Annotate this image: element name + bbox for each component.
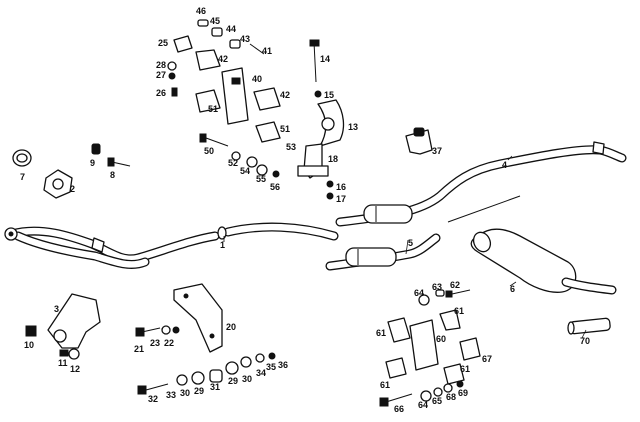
hanger-clamp (297, 39, 345, 200)
callout-30a: 30 (180, 388, 190, 398)
callout-62: 62 (450, 280, 460, 290)
callout-44: 44 (226, 24, 236, 34)
callout-70: 70 (580, 336, 590, 346)
callout-7: 7 (20, 172, 25, 182)
callout-27: 27 (156, 70, 166, 80)
middle-pipe-section (217, 222, 339, 241)
callout-23: 23 (150, 338, 160, 348)
front-exhaust-pipe (4, 226, 220, 269)
callout-54: 54 (240, 166, 250, 176)
callout-1: 1 (220, 240, 225, 250)
callout-18: 18 (328, 154, 338, 164)
callout-61d: 61 (460, 364, 470, 374)
callout-64b: 64 (418, 400, 428, 410)
callout-10: 10 (24, 340, 34, 350)
rear-pipe-with-resonator (335, 141, 627, 227)
callout-65: 65 (432, 396, 442, 406)
callout-17: 17 (336, 194, 346, 204)
callout-42b: 42 (280, 90, 290, 100)
callout-20: 20 (226, 322, 236, 332)
callout-12: 12 (70, 364, 80, 374)
rubber-mount-assembly (167, 19, 281, 178)
intermediate-pipe (325, 233, 441, 271)
callout-37: 37 (432, 146, 442, 156)
pipe-sleeve (567, 317, 611, 335)
callout-29b: 29 (228, 376, 238, 386)
rear-mount-assembly (379, 289, 481, 407)
callout-67: 67 (482, 354, 492, 364)
callout-53: 53 (286, 142, 296, 152)
callout-35: 35 (266, 362, 276, 372)
callout-55: 55 (256, 174, 266, 184)
callout-14: 14 (320, 54, 330, 64)
callout-41: 41 (262, 46, 272, 56)
callout-8: 8 (110, 170, 115, 180)
mounting-bracket (173, 283, 223, 353)
callout-4: 4 (502, 160, 507, 170)
callout-52: 52 (228, 158, 238, 168)
callout-labels: 1 2 3 4 5 6 7 8 9 10 11 12 13 14 15 16 1… (20, 6, 590, 414)
bolt-set-upper (135, 325, 180, 337)
rubber-hanger (405, 127, 433, 155)
callout-45: 45 (210, 16, 220, 26)
callout-31: 31 (210, 382, 220, 392)
callout-3: 3 (54, 304, 59, 314)
callout-50: 50 (204, 146, 214, 156)
hanger-bracket (25, 293, 101, 360)
callout-6: 6 (510, 284, 515, 294)
bolt-set-lower (137, 352, 276, 395)
callout-56: 56 (270, 182, 280, 192)
callout-61a: 61 (376, 328, 386, 338)
callout-46: 46 (196, 6, 206, 16)
rear-muffler (470, 228, 617, 295)
callout-51a: 51 (208, 104, 218, 114)
callout-9: 9 (90, 158, 95, 168)
gasket-ring (12, 149, 32, 167)
callout-13: 13 (348, 122, 358, 132)
callout-60: 60 (436, 334, 446, 344)
callout-36: 36 (278, 360, 288, 370)
callout-22: 22 (164, 338, 174, 348)
callout-15: 15 (324, 90, 334, 100)
callout-51b: 51 (280, 124, 290, 134)
callout-16: 16 (336, 182, 346, 192)
callout-29a: 29 (194, 386, 204, 396)
callout-32: 32 (148, 394, 158, 404)
callout-28: 28 (156, 60, 166, 70)
callout-43: 43 (240, 34, 250, 44)
callout-61c: 61 (380, 380, 390, 390)
callout-21: 21 (134, 344, 144, 354)
callout-30b: 30 (242, 374, 252, 384)
bolt-with-nut (91, 143, 131, 167)
callout-63: 63 (432, 282, 442, 292)
callout-25: 25 (158, 38, 168, 48)
callout-42a: 42 (218, 54, 228, 64)
callout-26: 26 (156, 88, 166, 98)
callout-66: 66 (394, 404, 404, 414)
callout-64a: 64 (414, 288, 424, 298)
callout-68: 68 (446, 392, 456, 402)
callout-34: 34 (256, 368, 266, 378)
callout-61b: 61 (454, 306, 464, 316)
callout-2: 2 (70, 184, 75, 194)
callout-69: 69 (458, 388, 468, 398)
flange-gasket (43, 169, 73, 199)
callout-5: 5 (408, 238, 413, 248)
leader-lines (223, 155, 587, 339)
callout-33: 33 (166, 390, 176, 400)
callout-40: 40 (252, 74, 262, 84)
callout-11: 11 (58, 358, 68, 368)
